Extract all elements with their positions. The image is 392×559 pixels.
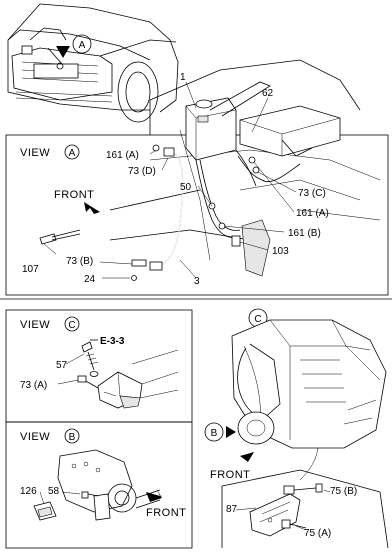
callout-161a-left: 161 (A) — [106, 150, 139, 161]
view-a-title: VIEW — [20, 147, 50, 159]
callout-e33: E-3-3 — [100, 336, 125, 347]
callout-126: 126 — [20, 486, 37, 497]
bracket-detail: 75 (B) 87 75 (A) — [221, 469, 389, 549]
view-b-panel: VIEW B FRONT 126 58 — [5, 421, 193, 549]
view-a-marker — [72, 34, 92, 54]
callout-103: 103 — [272, 246, 289, 257]
view-c-marker-letter: C — [254, 314, 261, 325]
view-c-panel: VIEW C E-3-3 57 73 (A) — [5, 309, 193, 423]
view-b-front-arrow-icon — [146, 488, 162, 502]
view-c-title: VIEW — [20, 319, 50, 331]
callout-57: 57 — [56, 360, 68, 371]
view-b-front-label: FRONT — [146, 507, 186, 519]
view-a-panel: VIEW A — [5, 59, 389, 296]
front-arrow-icon — [84, 202, 100, 214]
arrow-to-view-a-icon — [56, 46, 70, 58]
engine-side-illustration: C B FRONT — [204, 308, 387, 481]
callout-73b: 73 (B) — [66, 256, 93, 267]
view-b-marker — [204, 422, 224, 442]
view-c-title-marker — [64, 316, 80, 332]
callout-73c: 73 (C) — [298, 188, 326, 199]
callout-75b: 75 (B) — [330, 486, 357, 497]
view-c-title-letter: C — [68, 320, 75, 331]
view-a-title-letter: A — [69, 148, 76, 159]
engine-front-label: FRONT — [210, 469, 250, 481]
view-b-title: VIEW — [20, 431, 50, 443]
callout-3: 3 — [194, 276, 200, 287]
callout-75a: 75 (A) — [304, 528, 331, 539]
callout-62: 62 — [262, 88, 274, 99]
callout-87: 87 — [226, 504, 238, 515]
view-b-marker-letter: B — [211, 428, 218, 439]
view-a-title-marker — [64, 144, 80, 160]
callout-24: 24 — [84, 274, 96, 285]
view-a-marker-letter: A — [79, 40, 86, 51]
callout-73a: 73 (A) — [20, 380, 47, 391]
arrow-to-view-b-icon — [226, 426, 236, 438]
callout-58: 58 — [48, 486, 60, 497]
view-a-front-label: FRONT — [54, 189, 94, 201]
vehicle-front-illustration: A — [7, 3, 179, 123]
callout-73d: 73 (D) — [128, 166, 156, 177]
view-b-title-letter: B — [69, 432, 76, 443]
callout-50: 50 — [180, 182, 192, 193]
callout-1: 1 — [180, 72, 186, 83]
callout-161b: 161 (B) — [288, 228, 321, 239]
callout-107: 107 — [22, 264, 39, 275]
callout-161a-right: 161 (A) — [296, 208, 329, 219]
engine-front-arrow-icon — [240, 452, 254, 462]
view-b-title-marker — [64, 428, 80, 444]
